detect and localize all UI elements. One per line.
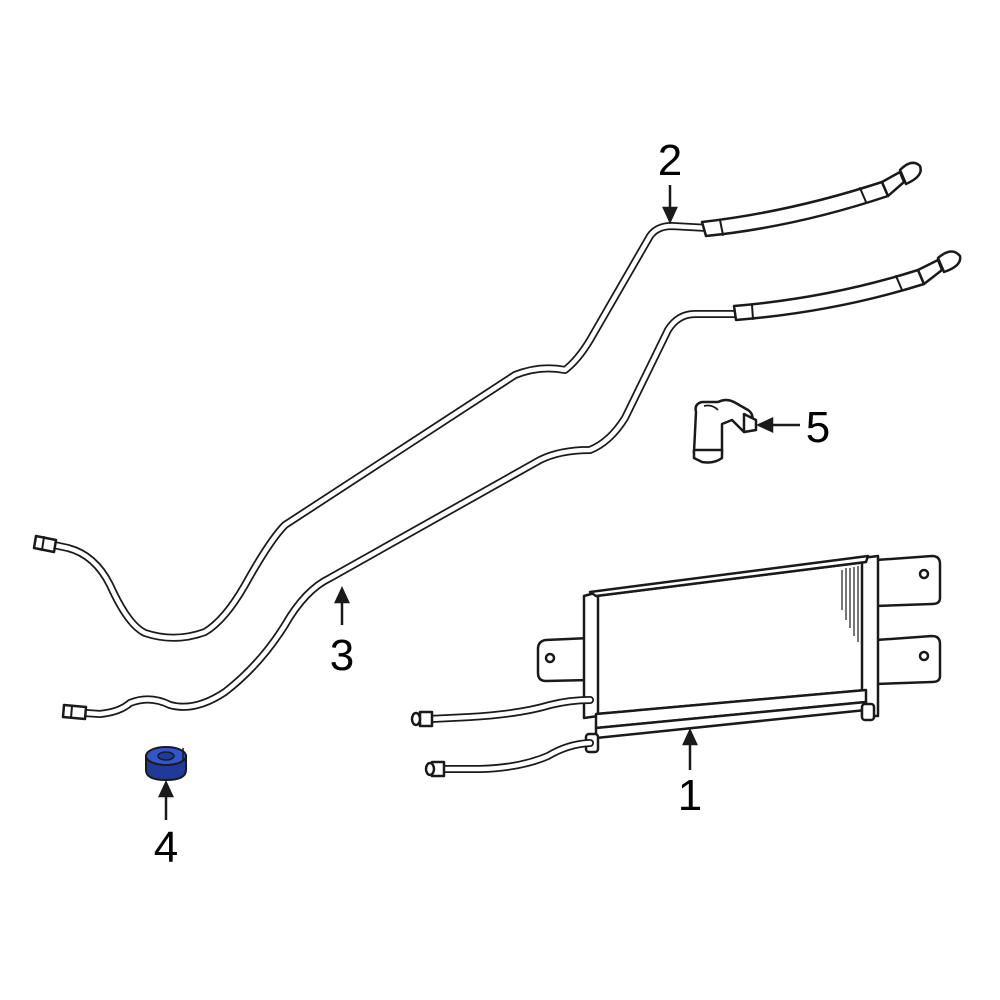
part-1-cooler-pipes	[410, 696, 594, 778]
callout-4: 4	[154, 823, 178, 872]
callout-1: 1	[678, 771, 702, 820]
part-2-upper-line[interactable]	[32, 161, 922, 642]
part-3-lower-line[interactable]	[61, 250, 962, 721]
part-1-oil-cooler[interactable]	[536, 554, 942, 754]
callout-3: 3	[330, 631, 354, 680]
part-4-grommet[interactable]	[145, 746, 187, 782]
part-5-connector[interactable]	[692, 398, 758, 464]
callout-5: 5	[806, 403, 830, 452]
callout-2: 2	[658, 136, 682, 185]
leader-lines	[158, 185, 800, 820]
